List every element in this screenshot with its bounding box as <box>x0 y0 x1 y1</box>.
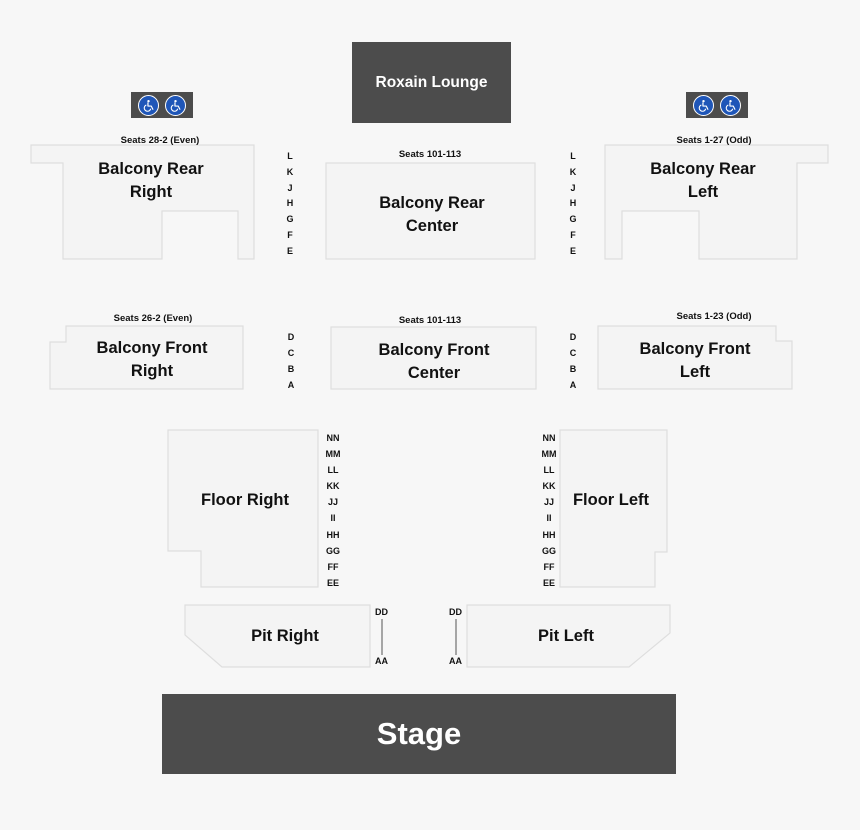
row-label: G <box>286 214 294 225</box>
row-label: F <box>570 229 576 240</box>
row-label: GG <box>325 545 340 556</box>
row-label: II <box>546 513 552 524</box>
row-label: EE <box>542 577 555 588</box>
row-label: G <box>569 214 577 225</box>
wheelchair-icon <box>692 94 714 116</box>
seats-note-rear-left: Seats 1-27 (Odd) <box>676 135 752 146</box>
row-label: A <box>569 380 577 390</box>
pit-left-row-top: DD <box>449 607 462 617</box>
stage-block: Stage <box>162 694 676 774</box>
row-label: KK <box>326 481 340 492</box>
row-label: H <box>569 198 577 209</box>
row-label: JJ <box>327 497 338 508</box>
row-label: D <box>569 332 577 342</box>
row-label: LL <box>327 465 339 476</box>
row-label: GG <box>541 545 556 556</box>
accessible-seating-left[interactable] <box>686 92 748 118</box>
section-balcony-front-left[interactable]: Balcony Front Left <box>639 340 751 381</box>
row-label: EE <box>326 577 339 588</box>
section-balcony-rear-center[interactable]: Balcony Rear Center <box>379 194 485 235</box>
section-floor-left[interactable]: Floor Left <box>572 491 650 509</box>
row-label: FF <box>543 561 555 572</box>
pit-right-row-top: DD <box>375 607 388 617</box>
section-balcony-rear-right[interactable]: Balcony Rear Right <box>98 160 204 201</box>
row-label: HH <box>542 529 556 540</box>
floor-right-outline[interactable] <box>167 429 319 588</box>
row-label: LL <box>543 465 555 476</box>
balcony-rear-center-outline[interactable] <box>325 162 536 260</box>
row-label: F <box>287 229 293 240</box>
row-label: HH <box>326 529 340 540</box>
row-label: H <box>286 198 294 209</box>
row-label: II <box>330 513 336 524</box>
row-label: C <box>569 348 577 358</box>
row-label: E <box>286 245 293 256</box>
row-label: K <box>286 166 294 177</box>
row-label: FF <box>327 561 339 572</box>
row-labels-floor-left: NN MM LL KK JJ II HH GG FF EE <box>534 430 564 591</box>
floor-left-outline[interactable] <box>559 429 668 588</box>
row-label: JJ <box>543 497 554 508</box>
seats-note-front-right: Seats 26-2 (Even) <box>113 313 193 324</box>
pit-left-outline[interactable] <box>466 604 671 668</box>
row-label: L <box>287 151 293 161</box>
wheelchair-icon <box>137 94 159 116</box>
balcony-rear-right-outline[interactable] <box>30 144 255 260</box>
row-label: E <box>569 245 576 256</box>
seats-note-front-left: Seats 1-23 (Odd) <box>676 311 752 322</box>
row-label: KK <box>542 481 556 492</box>
pit-right-outline[interactable] <box>184 604 371 668</box>
seats-note-rear-center: Seats 101-113 <box>398 149 462 160</box>
row-label: MM <box>541 449 557 460</box>
roxain-lounge-block[interactable]: Roxain Lounge <box>352 42 511 123</box>
accessible-seating-right[interactable] <box>131 92 193 118</box>
section-balcony-front-right[interactable]: Balcony Front Right <box>96 339 208 380</box>
row-label: L <box>570 151 576 161</box>
row-label: J <box>570 182 576 193</box>
section-balcony-front-center[interactable]: Balcony Front Center <box>378 341 490 382</box>
row-label: A <box>287 380 295 390</box>
section-floor-right[interactable]: Floor Right <box>201 491 289 509</box>
row-label: D <box>287 332 295 342</box>
section-pit-right[interactable]: Pit Right <box>251 627 319 645</box>
row-label: B <box>569 364 577 374</box>
pit-left-row-bottom: AA <box>449 656 462 666</box>
balcony-rear-left-outline[interactable] <box>604 144 829 260</box>
row-label: NN <box>326 433 340 443</box>
row-label: B <box>287 364 295 374</box>
section-pit-left[interactable]: Pit Left <box>538 627 594 645</box>
wheelchair-icon <box>720 94 742 116</box>
balcony-front-right-outline[interactable] <box>49 325 244 390</box>
pit-right-row-bottom: AA <box>375 656 388 666</box>
wheelchair-icon <box>165 94 187 116</box>
section-balcony-rear-left[interactable]: Balcony Rear Left <box>650 160 756 201</box>
seats-note-rear-right: Seats 28-2 (Even) <box>120 135 200 146</box>
row-label: J <box>287 182 293 193</box>
row-label: NN <box>542 433 556 443</box>
balcony-front-center-outline[interactable] <box>330 326 537 390</box>
balcony-front-left-outline[interactable] <box>597 325 793 390</box>
row-label: MM <box>325 449 341 460</box>
row-label: K <box>569 166 577 177</box>
seats-note-front-center: Seats 101-113 <box>398 315 462 326</box>
row-label: C <box>287 348 295 358</box>
row-labels-floor-right: NN MM LL KK JJ II HH GG FF EE <box>318 430 348 591</box>
